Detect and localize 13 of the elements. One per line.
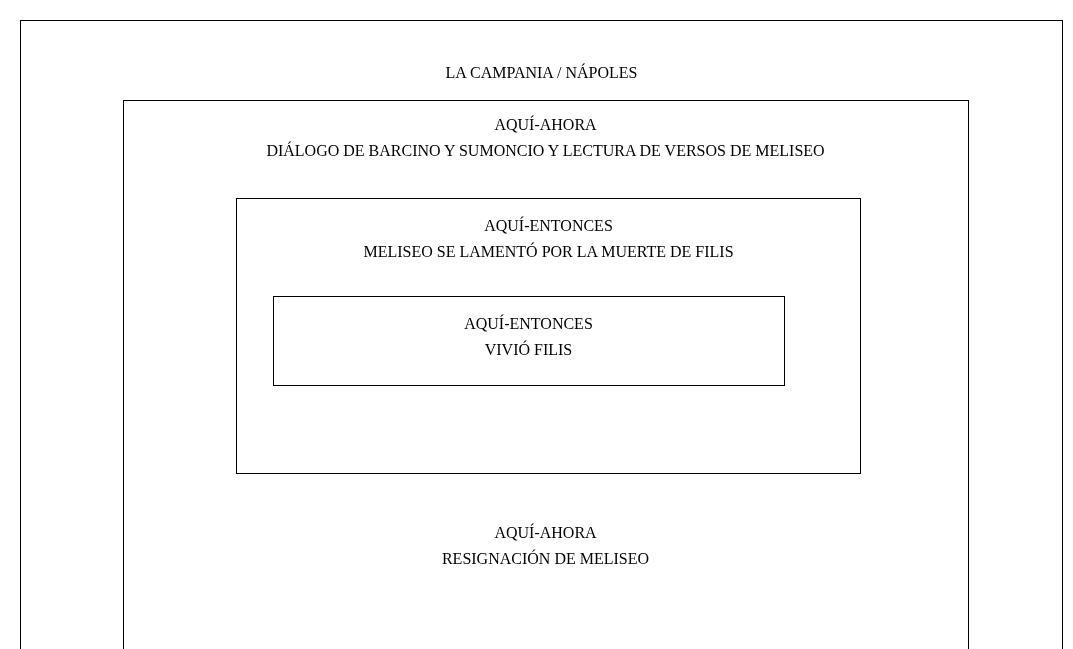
heading-text: AQUÍ-AHORA bbox=[493, 522, 598, 543]
frame-box bbox=[122, 99, 969, 649]
frame-box bbox=[236, 198, 861, 474]
frame-box bbox=[20, 20, 1063, 649]
label-text: MELISEO SE LAMENTÓ POR LA MUERTE DE FILIS bbox=[362, 242, 735, 262]
frame-box bbox=[272, 295, 785, 386]
label-text: VIVIÓ FILIS bbox=[483, 339, 574, 360]
label-text: LA CAMPANIA / NÁPOLES bbox=[444, 63, 639, 83]
heading-text: AQUÍ-ENTONCES bbox=[483, 216, 614, 236]
heading-text: AQUÍ-ENTONCES bbox=[463, 313, 594, 334]
label-text: RESIGNACIÓN DE MELISEO bbox=[440, 548, 651, 569]
label-text: DIÁLOGO DE BARCINO Y SUMONCIO Y LECTURA DE VERSOS DE MELISEO bbox=[265, 140, 826, 161]
heading-text: AQUÍ-AHORA bbox=[493, 114, 598, 135]
